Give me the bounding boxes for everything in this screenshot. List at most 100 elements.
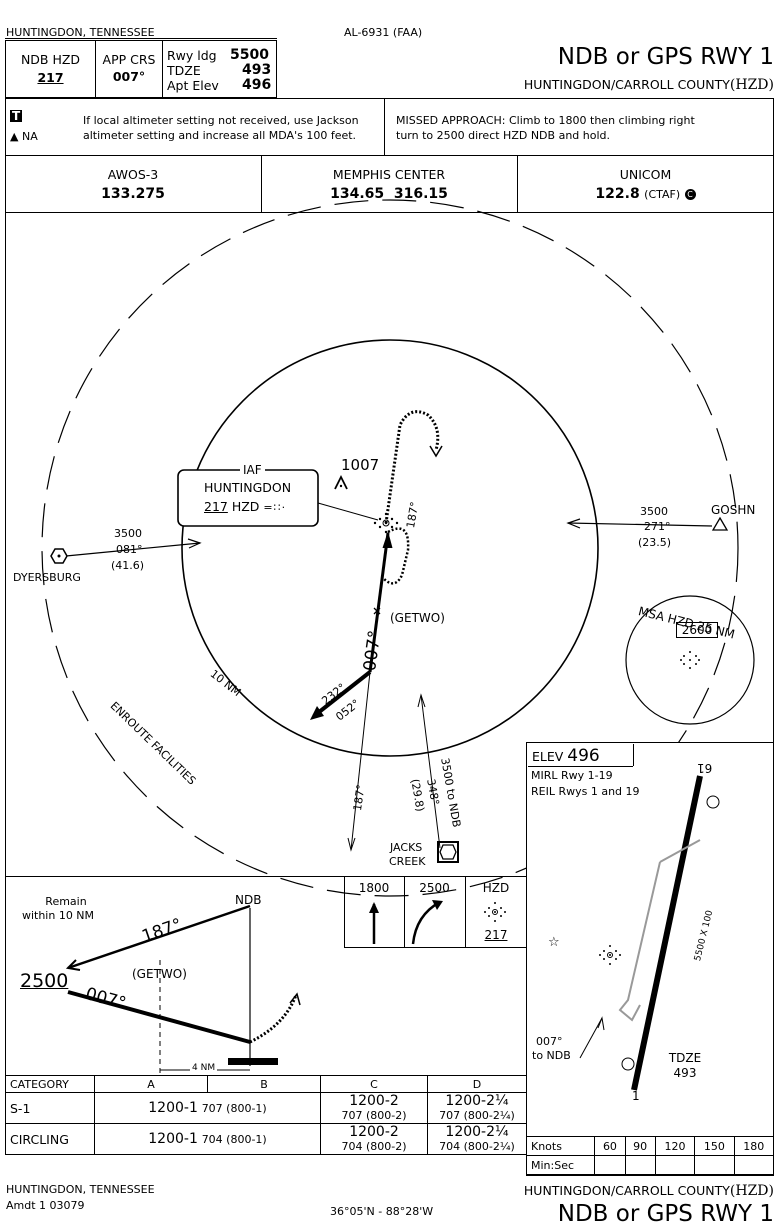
- turn-arrow-icon: [411, 900, 441, 945]
- timing-table: Knots 60 90 120 150 180 Min:Sec: [525, 1136, 775, 1175]
- s1-c-haa: 707 (800-2): [341, 1108, 407, 1122]
- comms-divider-2: [517, 155, 518, 213]
- morse-icon: =∷·: [263, 501, 287, 514]
- comm-center-name: MEMPHIS CENTER: [332, 167, 446, 182]
- msa-ndb-dots: [680, 651, 700, 669]
- missed-note-1: MISSED APPROACH: Climb to 1800 then clim…: [396, 114, 695, 127]
- footer-location: HUNTINGDON, TENNESSEE: [6, 1183, 155, 1196]
- dyersburg-dist: (41.6): [111, 559, 145, 572]
- msa-circle: [625, 595, 755, 725]
- profile-getwo: (GETWO): [132, 967, 187, 981]
- reil-circle-icon: [706, 795, 720, 809]
- comm-awos-freq: 133.275: [101, 186, 165, 202]
- ndb-label: NDB HZD: [20, 52, 81, 67]
- comm-unicom-freq: 122.8: [595, 186, 640, 202]
- missed-note-2: turn to 2500 direct HZD NDB and hold.: [396, 129, 611, 142]
- app-crs-value: 007°: [112, 69, 146, 84]
- hold-ndb-icon: [484, 902, 506, 922]
- remain-1: Remain: [45, 895, 87, 908]
- ctaf-circle-icon: C: [684, 188, 696, 200]
- min-header-category: CATEGORY: [5, 1075, 95, 1093]
- circ-ab-haa: 704 (800-1): [201, 1133, 267, 1146]
- taxiway: [618, 839, 701, 1022]
- dyersburg-name: DYERSBURG: [13, 571, 81, 584]
- circ-c-mins: 1200-2: [349, 1124, 399, 1141]
- min-header-a: A: [94, 1075, 208, 1093]
- s1-ab-mins: 1200-1: [148, 1100, 198, 1116]
- apt-elev-value: 496: [242, 77, 272, 93]
- rwy-1-label: 1: [632, 1089, 640, 1103]
- app-crs-label: APP CRS: [102, 52, 156, 67]
- missed-climb-alt: 1800: [358, 881, 390, 895]
- circ-c: 1200-2 704 (800-2): [320, 1123, 428, 1155]
- footer-coords: 36°05'N - 88°28'W: [330, 1205, 434, 1218]
- comm-unicom-line: 122.8 (CTAF) C: [517, 187, 774, 201]
- altimeter-note-2: altimeter setting and increase all MDA's…: [83, 129, 357, 142]
- procedure-title: NDB or GPS RWY 1: [557, 44, 774, 70]
- ten-nm-ring: [181, 339, 599, 757]
- profile-alt: 2500: [20, 970, 69, 992]
- msa-alt: 2600: [676, 622, 718, 638]
- jackson-radial: [312, 670, 372, 718]
- getwo-fix: [373, 607, 381, 615]
- circ-d-mins: 1200-2¼: [445, 1124, 509, 1141]
- obstacle-icon: [334, 474, 348, 490]
- notes-divider: [384, 98, 385, 156]
- goshn-alt: 3500: [640, 505, 668, 518]
- s1-label: S-1: [5, 1092, 95, 1124]
- elev-value: 496: [567, 746, 600, 766]
- iaf-ident: 217 HZD =∷·: [204, 499, 287, 514]
- rwy-box: [162, 40, 277, 98]
- s1-c-mins: 1200-2: [349, 1093, 399, 1110]
- header-airport: HUNTINGDON/CARROLL COUNTY(HZD): [524, 78, 774, 92]
- iaf-name: HUNTINGDON: [204, 480, 292, 495]
- procedure-id: AL-6931 (FAA): [344, 26, 423, 39]
- tdze-diagram-value: 493: [673, 1066, 697, 1080]
- header-airport-id: (HZD): [729, 77, 774, 93]
- footer-airport-name: HUNTINGDON/CARROLL COUNTY: [523, 1183, 730, 1198]
- circ-d-haa: 704 (800-2¼): [439, 1139, 515, 1153]
- iaf-freq: 217: [204, 499, 228, 514]
- s1-ab-haa: 707 (800-1): [201, 1102, 267, 1115]
- circ-ab-mins: 1200-1: [148, 1131, 198, 1147]
- goshn-crs: 271°: [644, 520, 671, 533]
- profile-ndb: NDB: [235, 893, 262, 907]
- reil-note: REIL Rwys 1 and 19: [531, 785, 640, 798]
- circ-ab: 1200-1 704 (800-1): [94, 1123, 321, 1155]
- missed-approach-path: [384, 410, 440, 524]
- obstacle-elev: 1007: [341, 456, 380, 474]
- s1-ab: 1200-1 707 (800-1): [94, 1092, 321, 1124]
- comm-unicom-ctaf: (CTAF): [644, 188, 681, 201]
- comm-awos-name: AWOS-3: [107, 167, 159, 182]
- runway-1-19: [631, 775, 703, 1091]
- footer-airport-id: (HZD): [729, 1183, 774, 1199]
- missed-hold-id: HZD: [482, 881, 510, 895]
- s1-d: 1200-2¼ 707 (800-2¼): [427, 1092, 527, 1124]
- to-ndb-crs: 007°: [536, 1035, 563, 1048]
- elev-underline: [528, 766, 633, 767]
- footer-amdt: Amdt 1 03079: [6, 1199, 85, 1212]
- missed-hold-freq: 217: [484, 928, 508, 942]
- mirl-note: MIRL Rwy 1-19: [531, 769, 613, 782]
- min-header-b: B: [207, 1075, 321, 1093]
- comm-unicom-name: UNICOM: [619, 167, 672, 182]
- papi-icon: [621, 1057, 635, 1071]
- to-ndb-label: to NDB: [532, 1049, 571, 1062]
- alternate-na: ▲ NA: [10, 131, 38, 142]
- s1-d-mins: 1200-2¼: [445, 1093, 509, 1110]
- circ-d: 1200-2¼ 704 (800-2¼): [427, 1123, 527, 1155]
- header-location: HUNTINGDON, TENNESSEE: [6, 26, 155, 39]
- header-airport-name: HUNTINGDON/CARROLL COUNTY: [523, 77, 730, 92]
- remain-2: within 10 NM: [21, 909, 95, 922]
- comms-divider-1: [261, 155, 262, 213]
- dyersburg-crs: 081°: [116, 543, 143, 556]
- footer-title: NDB or GPS RWY 1: [557, 1201, 774, 1227]
- missed-turn-alt: 2500: [419, 881, 450, 895]
- circ-label: CIRCLING: [5, 1123, 95, 1155]
- airport-diagram-box: [526, 742, 774, 1176]
- speed-180: 180: [733, 1136, 775, 1156]
- dyersburg-alt: 3500: [114, 527, 142, 540]
- runway-profile-icon: [228, 1058, 278, 1065]
